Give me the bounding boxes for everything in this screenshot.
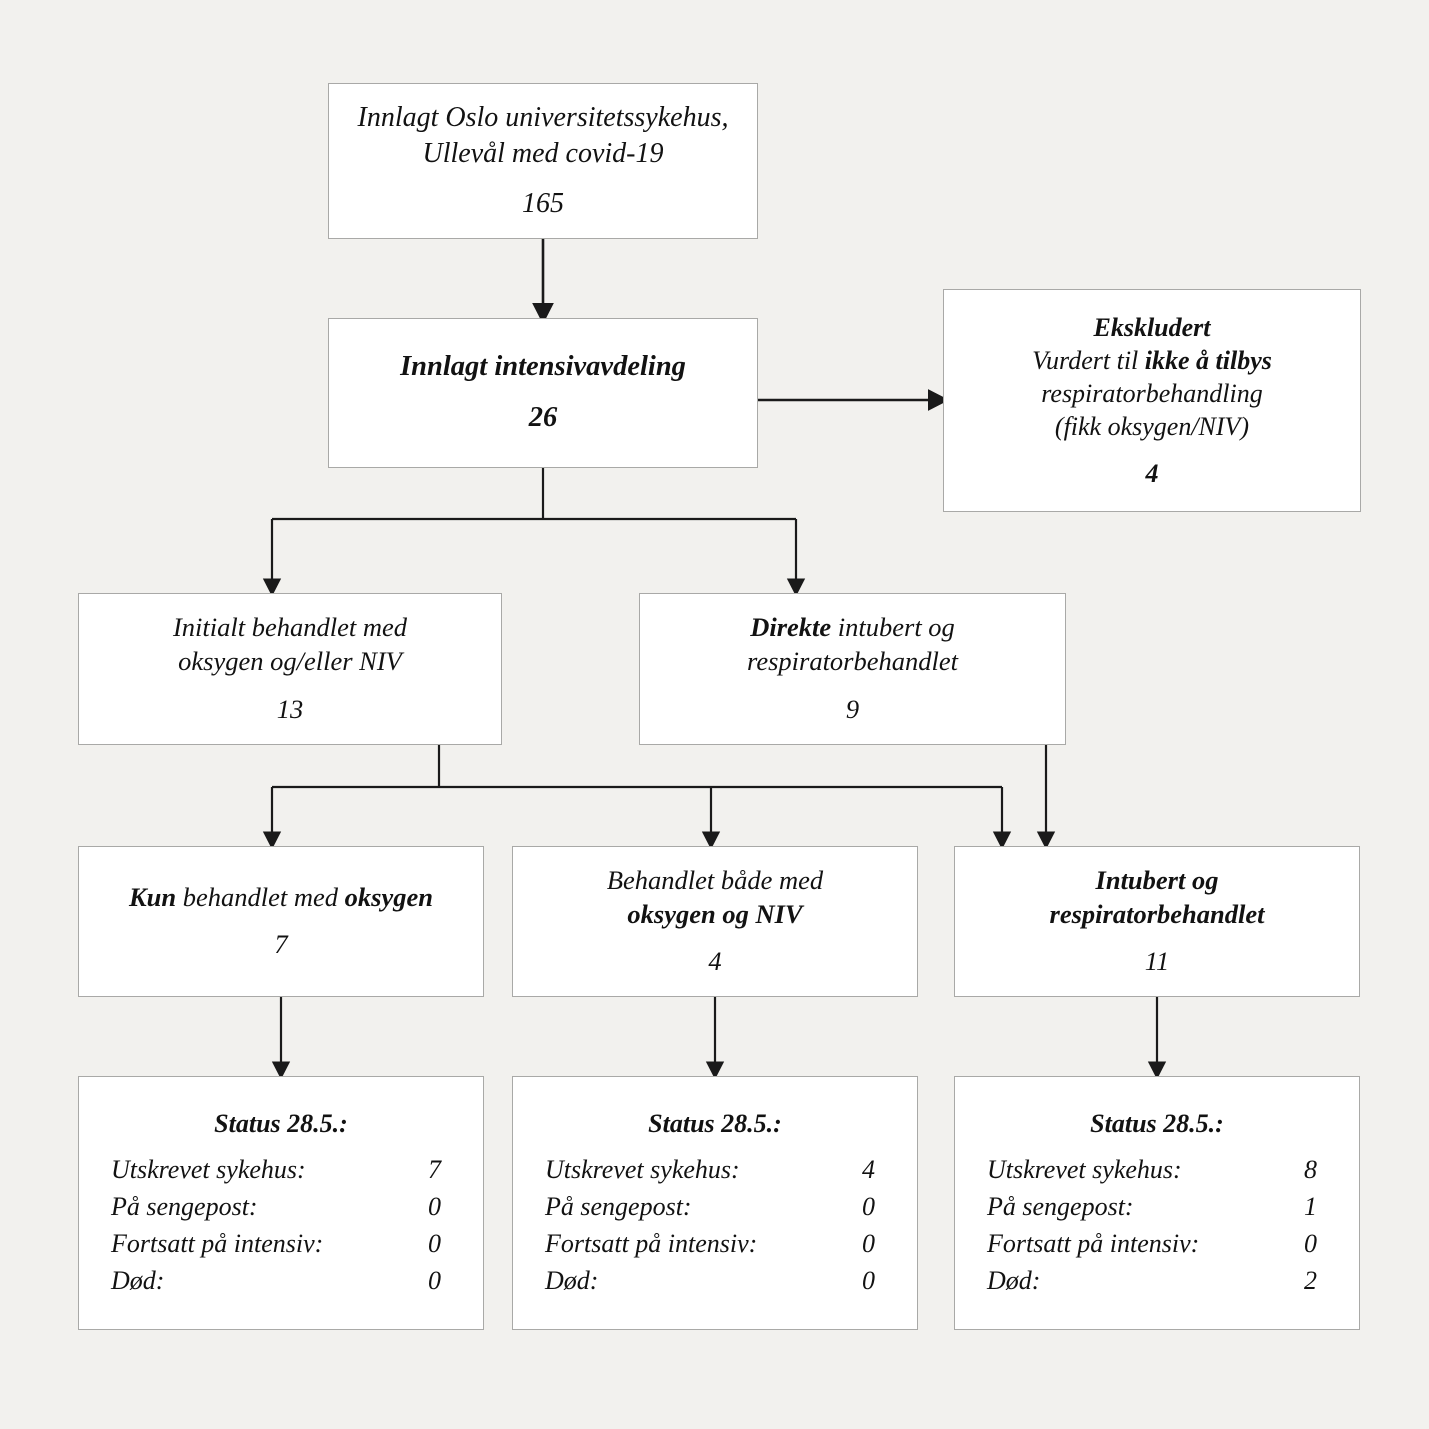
- node-admitted-hospital: Innlagt Oslo universitetssykehus, Ullevå…: [328, 83, 758, 239]
- status-row: Fortsatt på intensiv: 0: [987, 1226, 1327, 1263]
- both-line1: Behandlet både med: [606, 864, 824, 895]
- excluded-heading: Ekskludert: [1093, 312, 1211, 342]
- status-row-value: 4: [862, 1155, 875, 1185]
- direct-line2: respiratorbehandlet: [746, 646, 958, 677]
- initial-count: 13: [276, 693, 304, 724]
- status-1-title: Status 28.5.:: [214, 1109, 348, 1138]
- status-row-value: 8: [1304, 1155, 1317, 1185]
- node-status-oxygen-and-niv: Status 28.5.: Utskrevet sykehus: 4 På se…: [512, 1076, 918, 1330]
- status-2-title: Status 28.5.:: [648, 1109, 782, 1138]
- status-row: På sengepost: 0: [111, 1189, 451, 1226]
- excluded-line1-plain: Vurdert til: [1032, 345, 1145, 375]
- status-row-label: Død:: [987, 1265, 1041, 1295]
- status-row: Fortsatt på intensiv: 0: [111, 1226, 451, 1263]
- status-row-value: 0: [862, 1265, 875, 1295]
- status-row-value: 2: [1304, 1265, 1317, 1295]
- status-row-value: 0: [428, 1265, 441, 1295]
- direct-line1-plain: intubert og: [831, 612, 955, 643]
- node-oxygen-only: Kun behandlet med oksygen 7: [78, 846, 484, 997]
- oxygen-line1-bold-a: Kun: [128, 881, 177, 912]
- direct-count: 9: [845, 693, 860, 724]
- status-row: Død: 2: [987, 1263, 1327, 1300]
- status-row-label: Utskrevet sykehus:: [987, 1155, 1182, 1185]
- icu-line1: Innlagt intensivavdeling: [400, 351, 686, 383]
- node-status-oxygen-only: Status 28.5.: Utskrevet sykehus: 7 På se…: [78, 1076, 484, 1330]
- direct-line1: Direkte intubert og: [750, 611, 955, 645]
- oxygen-line1-bold-b: oksygen: [344, 881, 433, 912]
- admitted-line1: Innlagt Oslo universitetssykehus,: [357, 101, 729, 133]
- status-3-rows: Utskrevet sykehus: 8 På sengepost: 1 For…: [987, 1152, 1327, 1300]
- oxygen-count: 7: [274, 929, 288, 960]
- status-row-value: 0: [1304, 1229, 1317, 1259]
- status-row: Utskrevet sykehus: 8: [987, 1152, 1327, 1189]
- status-row-label: Utskrevet sykehus:: [111, 1155, 306, 1185]
- status-1-rows: Utskrevet sykehus: 7 På sengepost: 0 For…: [111, 1152, 451, 1300]
- status-row: Utskrevet sykehus: 7: [111, 1152, 451, 1189]
- intubated-count: 11: [1144, 946, 1170, 977]
- excluded-count: 4: [1145, 459, 1159, 489]
- excluded-line3: (fikk oksygen/NIV): [1054, 412, 1250, 442]
- node-icu-admitted: Innlagt intensivavdeling 26: [328, 318, 758, 468]
- both-count: 4: [708, 946, 722, 977]
- node-excluded: Ekskludert Vurdert til ikke å tilbys res…: [943, 289, 1361, 512]
- status-row: Fortsatt på intensiv: 0: [545, 1226, 885, 1263]
- status-row-value: 1: [1304, 1192, 1317, 1222]
- node-initial-treatment: Initialt behandlet med oksygen og/eller …: [78, 593, 502, 745]
- excluded-line2: respiratorbehandling: [1041, 379, 1263, 409]
- status-row-value: 0: [862, 1229, 875, 1259]
- status-row-label: Død:: [545, 1265, 599, 1295]
- oxygen-line1: Kun behandlet med oksygen: [129, 881, 433, 915]
- intubated-line1: Intubert og: [1095, 864, 1219, 895]
- admitted-count: 165: [522, 188, 564, 220]
- status-3-title: Status 28.5.:: [1090, 1109, 1224, 1138]
- status-row-value: 0: [428, 1192, 441, 1222]
- initial-line1: Initialt behandlet med: [172, 612, 408, 643]
- excluded-line1-bold: ikke å tilbys: [1144, 345, 1272, 375]
- oxygen-line1-plain: behandlet med: [176, 881, 345, 912]
- admitted-line2: Ullevål med covid-19: [422, 137, 664, 169]
- both-line2: oksygen og NIV: [627, 898, 803, 929]
- status-2-rows: Utskrevet sykehus: 4 På sengepost: 0 For…: [545, 1152, 885, 1300]
- status-row-label: Utskrevet sykehus:: [545, 1155, 740, 1185]
- icu-count: 26: [528, 402, 558, 434]
- status-row-label: Død:: [111, 1265, 165, 1295]
- status-row-value: 0: [428, 1229, 441, 1259]
- direct-line1-bold: Direkte: [750, 612, 832, 643]
- status-row-value: 0: [862, 1192, 875, 1222]
- status-row-label: Fortsatt på intensiv:: [987, 1229, 1200, 1259]
- status-row: På sengepost: 0: [545, 1189, 885, 1226]
- node-intubated: Intubert og respiratorbehandlet 11: [954, 846, 1360, 997]
- node-direct-intubation: Direkte intubert og respiratorbehandlet …: [639, 593, 1066, 745]
- status-row-value: 7: [428, 1155, 441, 1185]
- status-row: Død: 0: [111, 1263, 451, 1300]
- status-row: Død: 0: [545, 1263, 885, 1300]
- status-row-label: På sengepost:: [545, 1192, 692, 1222]
- excluded-line1: Vurdert til ikke å tilbys: [1032, 344, 1272, 377]
- status-row: Utskrevet sykehus: 4: [545, 1152, 885, 1189]
- intubated-line2: respiratorbehandlet: [1049, 898, 1265, 929]
- status-row-label: Fortsatt på intensiv:: [545, 1229, 758, 1259]
- node-status-intubated: Status 28.5.: Utskrevet sykehus: 8 På se…: [954, 1076, 1360, 1330]
- status-row-label: På sengepost:: [111, 1192, 258, 1222]
- status-row: På sengepost: 1: [987, 1189, 1327, 1226]
- status-row-label: På sengepost:: [987, 1192, 1134, 1222]
- node-oxygen-and-niv: Behandlet både med oksygen og NIV 4: [512, 846, 918, 997]
- status-row-label: Fortsatt på intensiv:: [111, 1229, 324, 1259]
- initial-line2: oksygen og/eller NIV: [178, 646, 402, 677]
